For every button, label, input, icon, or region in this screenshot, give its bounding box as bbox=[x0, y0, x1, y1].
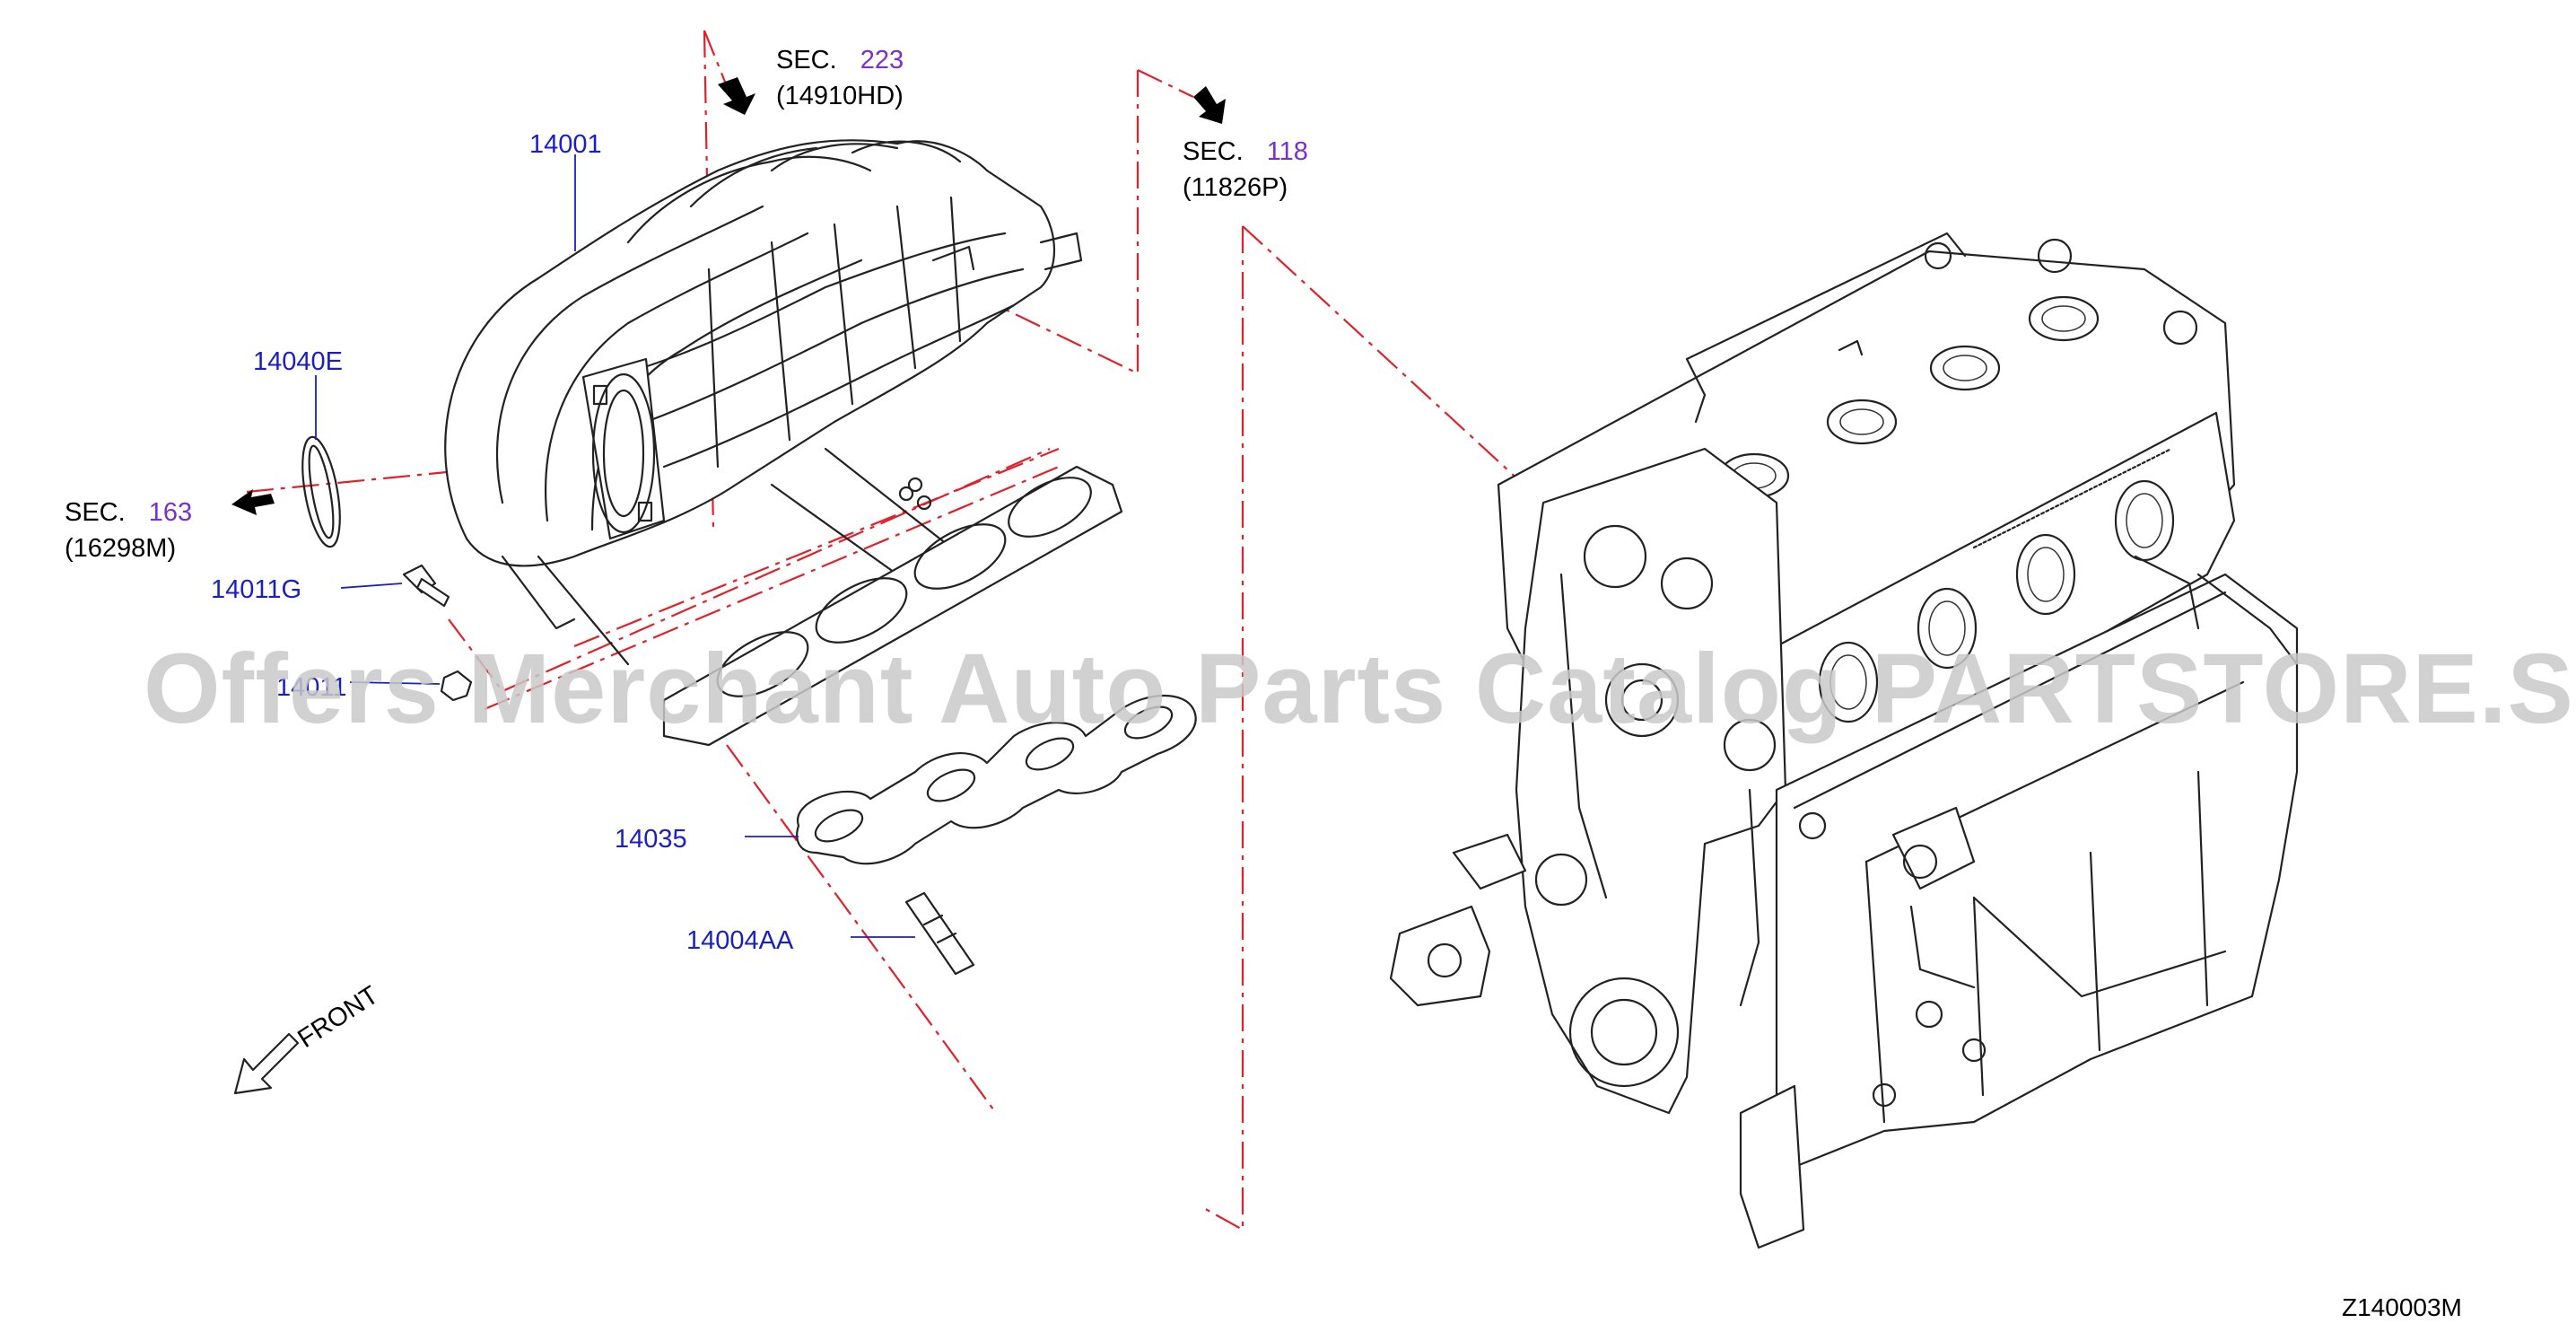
gasket-14035 bbox=[796, 694, 1197, 865]
sec-163-prefix: SEC. bbox=[65, 498, 126, 527]
front-indicator: FRONT bbox=[233, 980, 384, 1095]
part-label-14001[interactable]: 14001 bbox=[529, 130, 602, 159]
sec-118-ref: (11826P) bbox=[1183, 173, 1288, 202]
sec-118-prefix: SEC. bbox=[1183, 137, 1244, 166]
bolt-14011g bbox=[402, 564, 450, 608]
leader-lines bbox=[315, 154, 915, 938]
section-arrows bbox=[231, 77, 1226, 515]
nut-14011 bbox=[440, 670, 473, 702]
sec-118-number[interactable]: 118 bbox=[1267, 137, 1308, 166]
arrow-sec-163-icon bbox=[231, 489, 275, 515]
svg-text:SEC.163: SEC. 163 bbox=[65, 498, 192, 527]
part-label-14040e[interactable]: 14040E bbox=[253, 347, 343, 376]
manifold-flange bbox=[662, 465, 1123, 747]
sec-223-ref: (14910HD) bbox=[776, 82, 904, 110]
section-refs: SEC. 223 (14910HD) SEC. 118 (11826P) SEC. 1… bbox=[65, 46, 1308, 563]
o-ring-14040e bbox=[301, 435, 341, 548]
watermark: Offers Merchant Auto Parts Catalog PARTS… bbox=[144, 634, 2576, 744]
intake-manifold bbox=[444, 139, 1083, 666]
part-labels: 14001 14040E 14011G 14011 14035 14004AA bbox=[211, 130, 794, 955]
front-label: FRONT bbox=[293, 980, 383, 1053]
part-label-14011[interactable]: 14011 bbox=[276, 673, 347, 702]
sec-223-number[interactable]: 223 bbox=[860, 46, 904, 74]
front-arrow-icon bbox=[233, 1032, 300, 1095]
sec-223-prefix: SEC. bbox=[776, 46, 837, 74]
part-label-14011g[interactable]: 14011G bbox=[211, 575, 301, 604]
part-label-14035[interactable]: 14035 bbox=[615, 825, 687, 854]
part-label-14004aa[interactable]: 14004AA bbox=[686, 926, 794, 955]
diagram-code: Z140003M bbox=[2342, 1293, 2462, 1321]
sec-163-ref: (16298M) bbox=[65, 534, 176, 563]
svg-text:SEC.118: SEC. 118 bbox=[1183, 137, 1308, 166]
arrow-sec-223-icon bbox=[718, 77, 755, 115]
stud-14004aa bbox=[904, 891, 975, 976]
sec-163-number[interactable]: 163 bbox=[149, 498, 192, 527]
engine-assembly bbox=[1389, 232, 2299, 1249]
svg-text:SEC.223: SEC. 223 bbox=[776, 46, 904, 74]
arrow-sec-118-icon bbox=[1193, 86, 1226, 124]
